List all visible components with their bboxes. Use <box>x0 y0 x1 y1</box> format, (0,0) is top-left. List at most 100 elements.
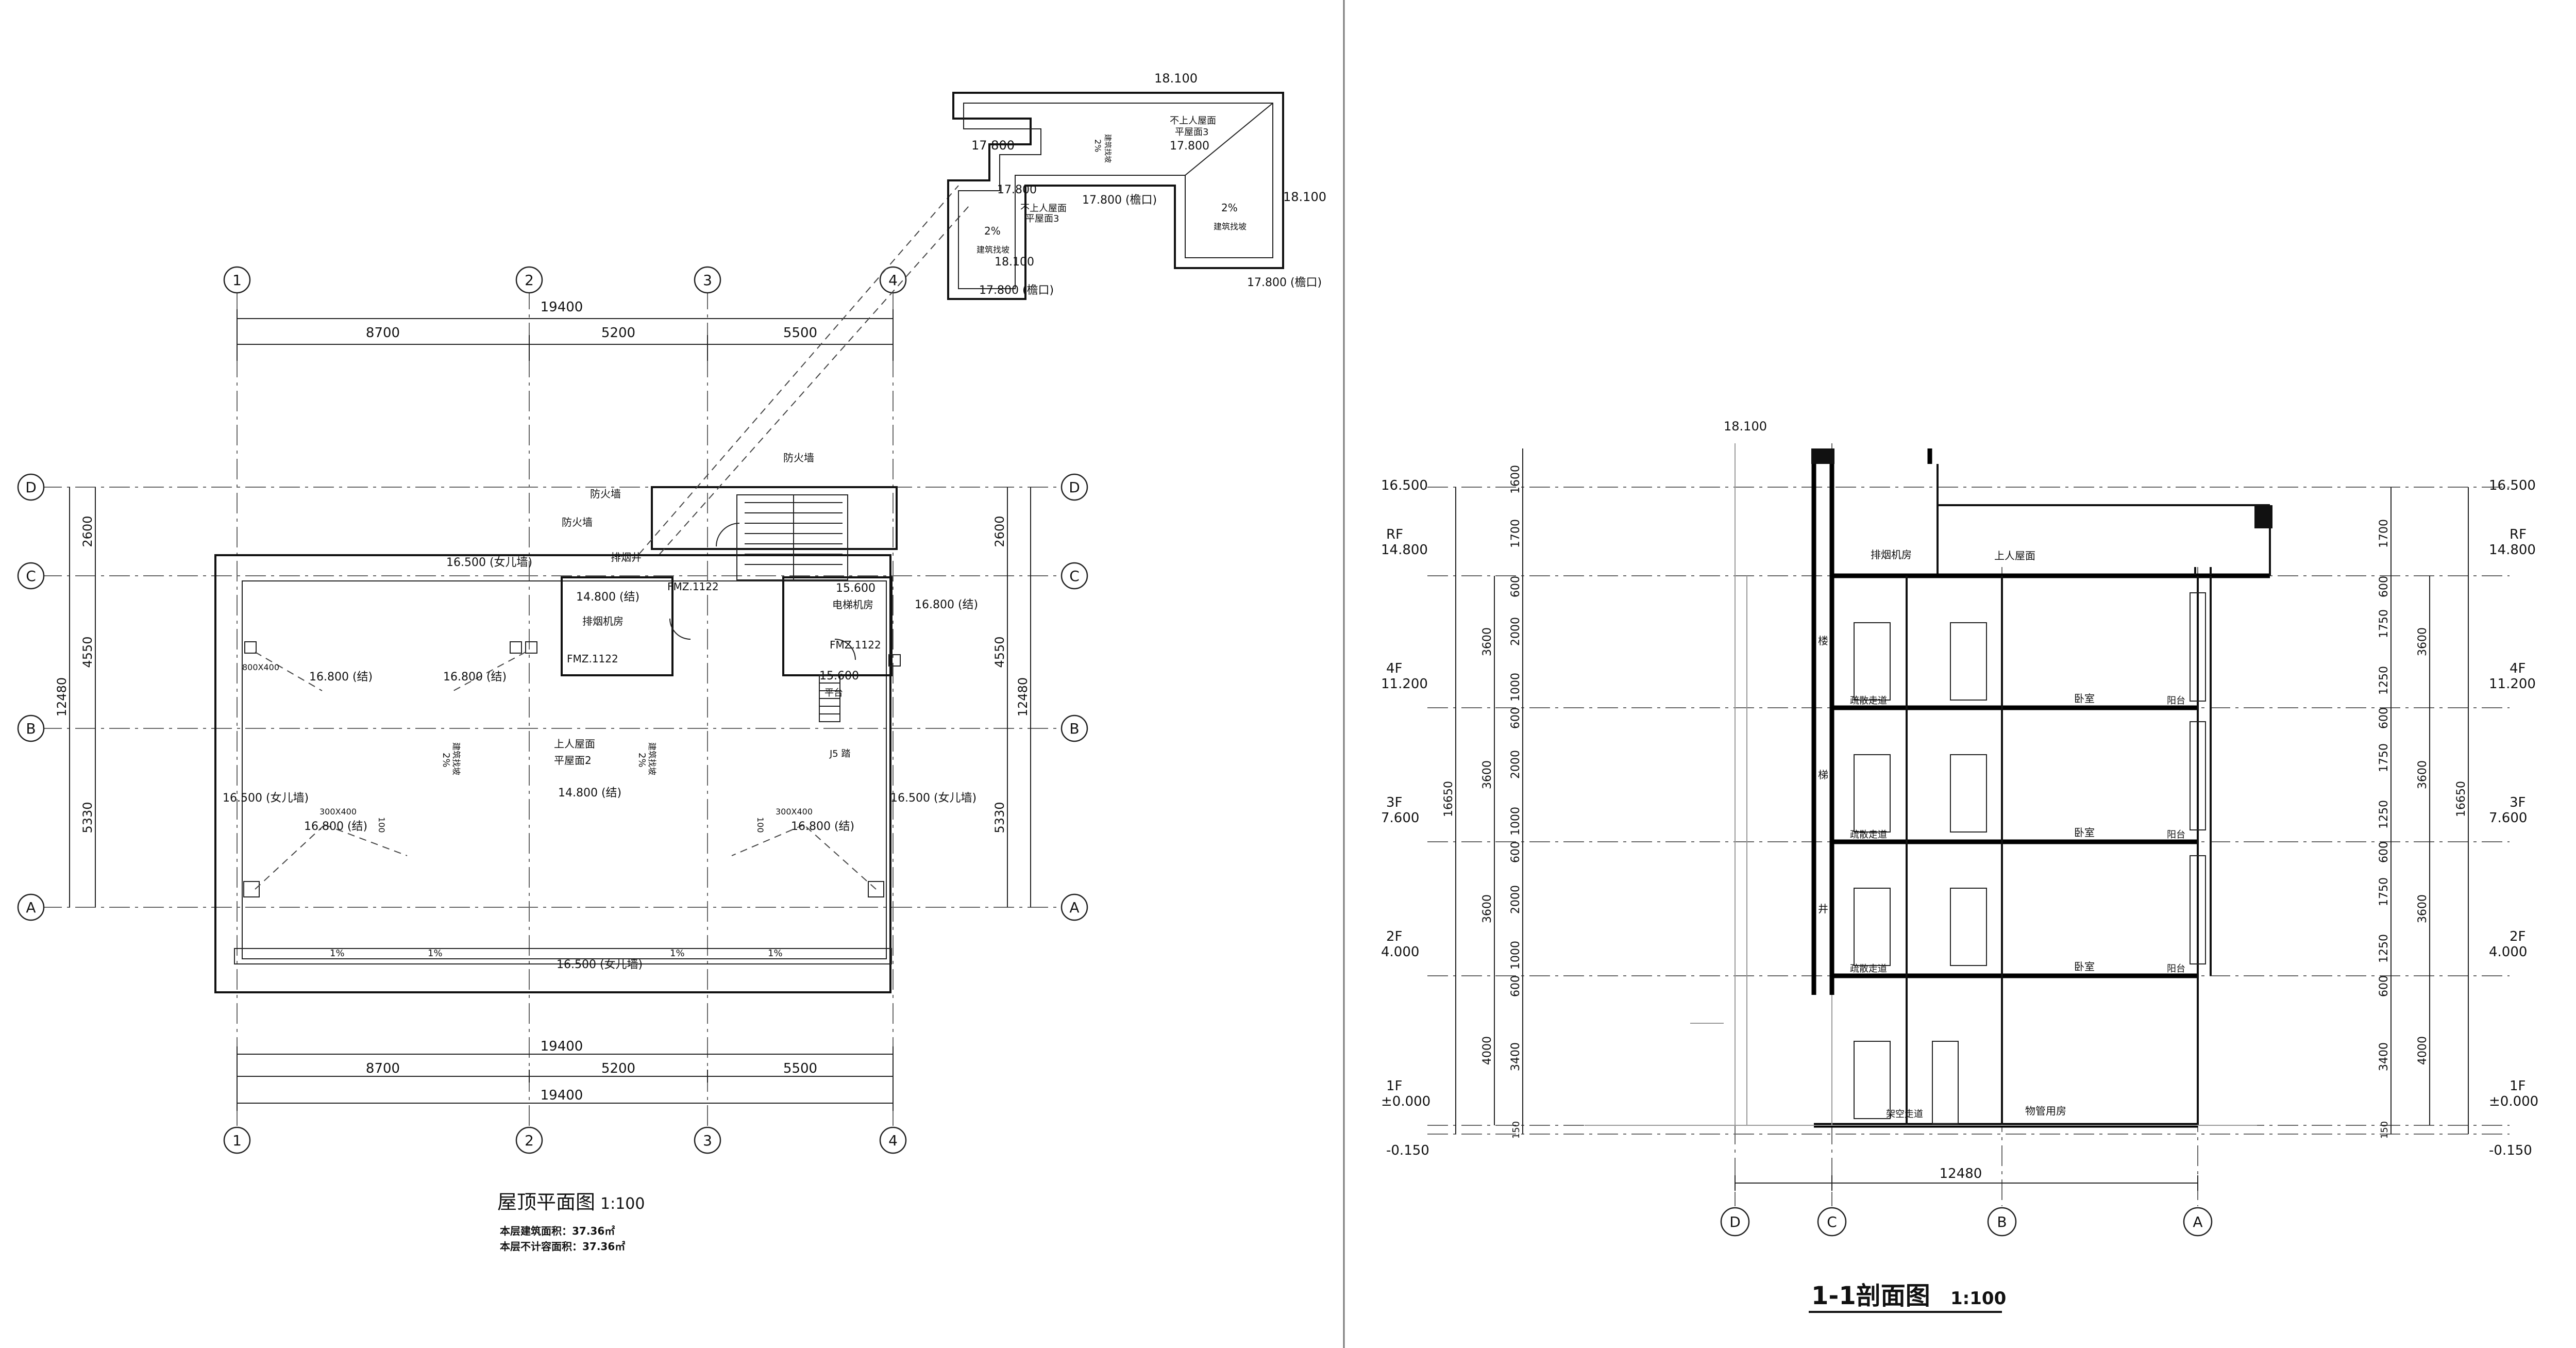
section-openings <box>1854 592 2206 1124</box>
roof-plan: 19400 8700 5200 5500 19400 8700 5200 550… <box>17 185 1088 1253</box>
sec-right-outer-2: 3600 <box>2416 894 2429 923</box>
section-title-block: 1-1剖面图 1:100 <box>1809 1282 2006 1313</box>
axis-bubble-D-right: D <box>1069 479 1080 496</box>
sec-top-elev: 18.100 <box>1724 419 1767 434</box>
axis-bubble-2-bottom: 2 <box>525 1132 534 1149</box>
label-door-3: FMZ.1122 <box>830 639 881 651</box>
sec-stair-3: 井 <box>1818 903 1828 915</box>
detail-elev-2: 17.800 <box>971 138 1015 153</box>
detail-note-1-elev: 17.800 <box>1170 140 1209 153</box>
sec-left-dim-7: 1000 <box>1509 807 1522 836</box>
section-room-labels: 18.100 排烟机房 上人屋面 楼 梯 井 疏散走道 卧室 阳台 疏散走道 卧… <box>1724 419 2185 1120</box>
sec-width-dim: 12480 <box>1940 1166 1982 1181</box>
axis-bubble-C-left: C <box>26 568 36 585</box>
dim-right-total: 12480 <box>1016 677 1030 717</box>
sec-left-dim-2: 600 <box>1509 576 1522 597</box>
sec-left-dim-6: 2000 <box>1509 750 1522 779</box>
axis-bubble-B-left: B <box>26 720 36 737</box>
axis-bubble-A-right: A <box>1069 899 1079 916</box>
dim-bottom-total-2: 19400 <box>541 1088 583 1103</box>
sec-corridor-3: 疏散走道 <box>1850 829 1887 840</box>
plan-left-dimensions: 2600 4550 5330 12480 <box>55 487 96 907</box>
sec-left-total: 16650 <box>1442 781 1455 817</box>
sec-right-dim-0: 1700 <box>2378 519 2390 548</box>
sec-corridor-2: 疏散走道 <box>1850 963 1887 974</box>
sec-left-elev-1650: 16.500 <box>1381 478 1428 493</box>
label-slope-1: 2% <box>441 753 451 768</box>
dim-bottom-total-1: 19400 <box>541 1039 583 1054</box>
sec-left-dim-9: 2000 <box>1509 885 1522 914</box>
section-structure <box>1585 443 2272 1128</box>
dim-left-seg-2: 4550 <box>80 636 95 668</box>
sec-left-dim-12: 3400 <box>1509 1042 1522 1071</box>
dim-left-seg-1: 2600 <box>80 515 95 547</box>
sec-left-dim-10: 1000 <box>1509 941 1522 970</box>
label-firewall-3: 防火墙 <box>783 452 814 464</box>
detail-slope-2: 2% <box>984 225 1001 237</box>
section-1-1: 16.500 RF 14.800 4F 11.200 3F 7.600 2F 4… <box>1381 419 2538 1313</box>
sec-left-dim-11: 600 <box>1509 975 1522 997</box>
label-slope-text-2: 建筑找坡 <box>647 742 657 775</box>
axis-bubble-B-right: B <box>1069 720 1079 737</box>
sec-right-dim-9: 1250 <box>2378 934 2390 963</box>
plan-note-excluded: 本层不计容面积：37.36㎡ <box>500 1240 625 1253</box>
detail-elev-1: 18.100 <box>1154 71 1198 86</box>
sec-axis-C: C <box>1827 1213 1837 1230</box>
sec-left-rf-name: RF <box>1386 527 1403 542</box>
sec-right-3f-elev: 7.600 <box>2489 810 2527 826</box>
label-smoke-shaft: 排烟井 <box>611 551 642 563</box>
dim-bottom-seg-3: 5500 <box>783 1061 817 1076</box>
label-fan-room: 排烟机房 <box>582 615 624 627</box>
sec-right-outer-0: 3600 <box>2416 627 2429 656</box>
plan-note-area: 本层建筑面积：37.36㎡ <box>500 1225 615 1237</box>
plan-scale: 1:100 <box>600 1195 645 1213</box>
dim-top-total: 19400 <box>541 299 583 315</box>
dim-top-seg-1: 8700 <box>366 325 400 341</box>
label-landing-elev: 15.600 <box>819 670 859 683</box>
detail-elev-8: 17.800 (檐口) <box>1247 276 1322 289</box>
sec-axis-B: B <box>1997 1213 2007 1230</box>
sec-right-2f-name: 2F <box>2510 929 2526 944</box>
roof-detail: 18.100 17.800 17.800 17.800 (檐口) 18.100 … <box>947 71 1326 300</box>
sec-right-dim-5: 1750 <box>2378 743 2390 772</box>
sec-left-outer-2: 3600 <box>1481 894 1494 923</box>
sec-right-rf-elev: 14.800 <box>2489 542 2536 558</box>
label-opening-2: 300X400 <box>776 807 813 817</box>
detail-note-2b: 平屋面3 <box>1025 213 1059 224</box>
sec-left-dim-4: 1000 <box>1509 673 1522 702</box>
detail-slope-text-1: 建筑找坡 <box>1103 134 1112 163</box>
roof-valley-lines <box>255 185 969 890</box>
section-right-levels: 16.500 RF 14.800 4F 11.200 3F 7.600 2F 4… <box>2489 478 2538 1158</box>
sec-balcony-3: 阳台 <box>2167 829 2185 840</box>
section-left-levels: 16.500 RF 14.800 4F 11.200 3F 7.600 2F 4… <box>1381 478 1430 1158</box>
sec-left-4f-elev: 11.200 <box>1381 676 1428 692</box>
roof-outline <box>214 554 892 993</box>
sec-right-dim-2: 1750 <box>2378 609 2390 638</box>
plan-title: 屋顶平面图 <box>497 1191 595 1213</box>
axis-bubble-1-bottom: 1 <box>232 1132 242 1149</box>
sec-left-rf-elev: 14.800 <box>1381 542 1428 558</box>
detail-slope-1: 2% <box>1093 139 1103 152</box>
dim-left-seg-3: 5330 <box>80 802 95 833</box>
label-spot-3: 16.800 (结) <box>304 820 367 833</box>
label-roof-elev: 14.800 (结) <box>558 787 621 800</box>
detail-elev-3: 17.800 <box>997 184 1037 196</box>
section-left-dimensions: 1600 1700 600 2000 1000 600 2000 1000 60… <box>1442 448 1523 1139</box>
sec-left-1f-name: 1F <box>1386 1078 1403 1094</box>
detail-slope-text-2: 建筑找坡 <box>976 245 1009 255</box>
label-elev-machine: 电梯机房 <box>832 598 873 611</box>
sec-stair-1: 楼 <box>1818 635 1828 647</box>
dim-right-seg-2: 4550 <box>992 636 1007 668</box>
label-spot-4: 16.800 (结) <box>791 820 854 833</box>
sec-right-elev-1650: 16.500 <box>2489 478 2536 493</box>
label-size-2: 100 <box>755 817 765 833</box>
label-elev-168: 16.800 (结) <box>915 598 978 611</box>
sec-left-outer-3: 4000 <box>1481 1036 1494 1065</box>
axis-bubble-3-top: 3 <box>703 272 712 289</box>
plan-axis-lines <box>41 289 1072 1131</box>
detail-elev-5: 18.100 <box>1283 190 1326 204</box>
sec-balcony-4: 阳台 <box>2167 695 2185 706</box>
sec-room-smoke: 排烟机房 <box>1871 548 1912 561</box>
label-step-count: J5 踏 <box>829 748 850 759</box>
sec-right-outer-3: 4000 <box>2416 1036 2429 1065</box>
